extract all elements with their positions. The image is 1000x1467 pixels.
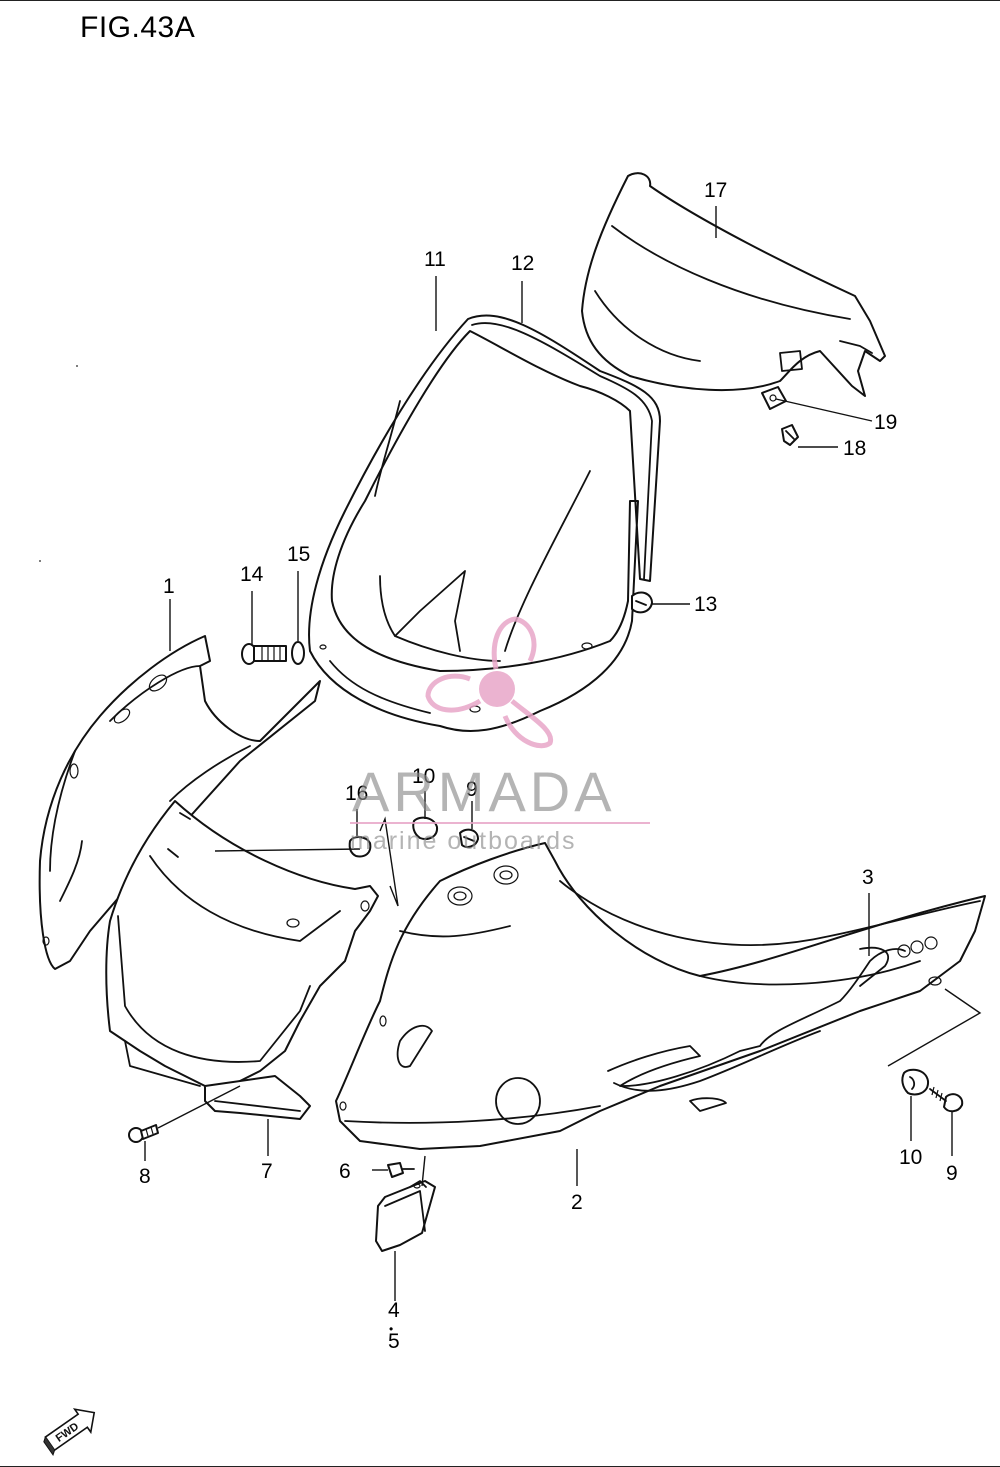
arrow-forward-icon [44, 1408, 96, 1452]
screw-part-9-upper [459, 828, 479, 848]
callout-2: 2 [571, 1191, 583, 1214]
callout-16: 16 [345, 782, 368, 805]
cowl-decal-part-3 [607, 936, 938, 1092]
leader-lines [144, 206, 982, 1301]
callout-1: 1 [163, 575, 175, 598]
meter-cover-part-17 [581, 172, 886, 397]
washer-part-15 [291, 641, 305, 665]
callout-9-lower: 9 [946, 1162, 958, 1185]
propeller-icon [425, 616, 554, 749]
margin-marks [39, 365, 78, 562]
callout-3: 3 [862, 866, 874, 889]
screw-part-6 [387, 1162, 415, 1178]
callout-19: 19 [874, 411, 897, 434]
callout-5: 5 [388, 1330, 400, 1353]
callout-11: 11 [424, 248, 446, 271]
callout-6: 6 [339, 1160, 351, 1183]
bracket-part-7 [204, 1075, 311, 1120]
callout-4-5-dot: • [389, 1322, 393, 1336]
callout-10-lower: 10 [899, 1146, 922, 1169]
callout-14: 14 [240, 563, 264, 586]
callout-15: 15 [287, 543, 310, 566]
callout-4: 4 [388, 1299, 400, 1322]
screw-part-18 [781, 424, 799, 446]
watermark-brand: ARMADA [352, 760, 616, 823]
inner-panel-part [105, 800, 379, 1087]
side-cowl-part-2 [335, 842, 986, 1150]
callout-13: 13 [694, 593, 717, 616]
callout-17: 17 [704, 179, 727, 202]
callout-10-upper: 10 [412, 765, 435, 788]
fwd-badge: FWD [43, 1408, 96, 1457]
watermark-logo: ARMADA marine outboards [350, 616, 650, 855]
nut-clip-part-19 [761, 386, 787, 410]
callout-7: 7 [261, 1160, 273, 1183]
callout-numbers: 1 14 15 11 12 17 13 19 18 3 2 7 8 6 4 • … [139, 179, 958, 1353]
screw-part-8 [128, 1124, 159, 1143]
callout-9-upper: 9 [466, 778, 478, 801]
windscreen-part-11 [308, 314, 661, 732]
upper-fairing-part-1 [38, 635, 321, 970]
callout-18: 18 [843, 437, 866, 460]
watermark-subtitle: marine outboards [350, 827, 577, 855]
callout-8: 8 [139, 1165, 151, 1188]
callout-12: 12 [511, 252, 534, 275]
reflector-part-4-5 [375, 1180, 436, 1252]
grommet-part-13 [631, 591, 653, 614]
bolt-part-14 [241, 643, 287, 665]
screw-part-9-lower [929, 1086, 964, 1113]
figure-title: FIG.43A [80, 11, 196, 44]
grommet-part-10-lower [901, 1068, 930, 1096]
